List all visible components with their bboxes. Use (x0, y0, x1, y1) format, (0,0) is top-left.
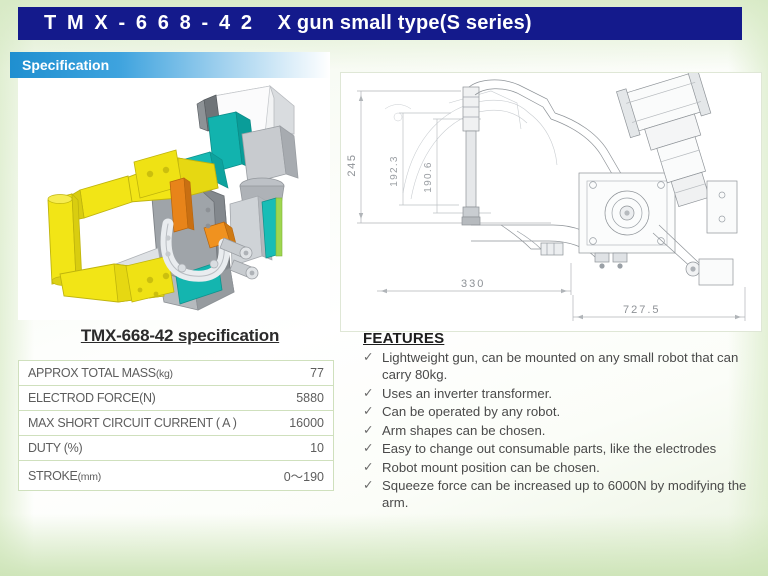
features-block: FEATURES ✓ Lightweight gun, can be mount… (363, 330, 755, 513)
check-icon: ✓ (363, 477, 374, 492)
features-heading: FEATURES (363, 330, 445, 347)
check-icon: ✓ (363, 422, 374, 437)
check-icon: ✓ (363, 459, 374, 474)
feature-text: Squeeze force can be increased up to 600… (382, 477, 747, 511)
slide-title-bar: T M X - 6 6 8 - 4 2 X gun small type(S s… (18, 7, 742, 40)
spec-value-duty: 10 (229, 435, 334, 461)
cad-dimension-727-5: 727.5 (623, 304, 661, 316)
spec-value-electrode-force: 5880 (229, 385, 334, 411)
specification-banner-label: Specification (22, 57, 110, 73)
spec-value-mass: 77 (229, 360, 334, 386)
spec-value-stroke: 0〜190 (283, 470, 324, 484)
check-icon: ✓ (363, 404, 374, 419)
cad-dimension-192-3: 192.3 (389, 155, 400, 187)
feature-text: Arm shapes can be chosen. (382, 422, 546, 438)
feature-text: Easy to change out consumable parts, lik… (382, 441, 717, 457)
list-item: ✓ Robot mount position can be chosen. (363, 459, 755, 476)
table-row: STROKE(mm) 0〜190 (19, 461, 334, 491)
feature-text: Lightweight gun, can be mounted on any s… (382, 350, 739, 383)
table-row: APPROX TOTAL MASS(kg) 77 (18, 360, 334, 386)
spec-label-duty: DUTY (%) (18, 435, 229, 461)
spec-label-mass: APPROX TOTAL MASS(kg) (18, 360, 229, 386)
spec-label-max-short-circuit-current: MAX SHORT CIRCUIT CURRENT ( A ) (18, 410, 237, 436)
table-row: MAX SHORT CIRCUIT CURRENT ( A ) 16000 (18, 410, 334, 436)
product-render-image (18, 78, 330, 320)
check-icon: ✓ (363, 441, 374, 456)
specification-section-banner: Specification (10, 52, 330, 78)
list-item: ✓ Can be operated by any robot. (363, 403, 755, 420)
table-row: DUTY (%) 10 (18, 435, 334, 461)
cad-dimension-190-6: 190.6 (423, 161, 434, 193)
check-icon: ✓ (363, 350, 374, 364)
features-list: ✓ Lightweight gun, can be mounted on any… (363, 349, 755, 512)
page-title: T M X - 6 6 8 - 4 2 X gun small type(S s… (18, 12, 532, 35)
list-item: ✓ Lightweight gun, can be mounted on any… (363, 349, 755, 384)
specification-table-heading: TMX-668-42 specification (80, 326, 280, 345)
specification-table: APPROX TOTAL MASS(kg) 77 ELECTROD FORCE(… (18, 360, 334, 491)
spec-value-max-short-circuit-current: 16000 (229, 410, 334, 436)
cad-side-view-drawing: 245 192.3 190.6 330 727.5 (341, 73, 761, 331)
page-title-rest: X gun small type(S series) (277, 12, 532, 34)
list-item: ✓ Uses an inverter transformer. (363, 385, 755, 402)
table-row: ELECTROD FORCE(N) 5880 (18, 385, 334, 411)
list-item: ✓ Arm shapes can be chosen. (363, 422, 755, 439)
cad-drawing-panel: 245 192.3 190.6 330 727.5 (340, 72, 762, 332)
cad-dimension-245: 245 (346, 153, 358, 176)
feature-text: Robot mount position can be chosen. (382, 459, 600, 475)
page-title-code: T M X - 6 6 8 - 4 2 (44, 12, 255, 34)
spec-label-electrode-force: ELECTROD FORCE(N) (18, 385, 229, 411)
feature-text: Uses an inverter transformer. (382, 385, 553, 401)
cad-dimension-330: 330 (461, 278, 485, 290)
spec-label-stroke: STROKE(mm) (28, 468, 101, 483)
check-icon: ✓ (363, 385, 374, 400)
list-item: ✓ Easy to change out consumable parts, l… (363, 440, 755, 457)
feature-text: Can be operated by any robot. (382, 404, 561, 420)
specification-block: TMX-668-42 specification APPROX TOTAL MA… (18, 326, 342, 491)
welding-gun-3d-illustration (18, 78, 330, 320)
list-item: ✓ Squeeze force can be increased up to 6… (363, 477, 755, 512)
